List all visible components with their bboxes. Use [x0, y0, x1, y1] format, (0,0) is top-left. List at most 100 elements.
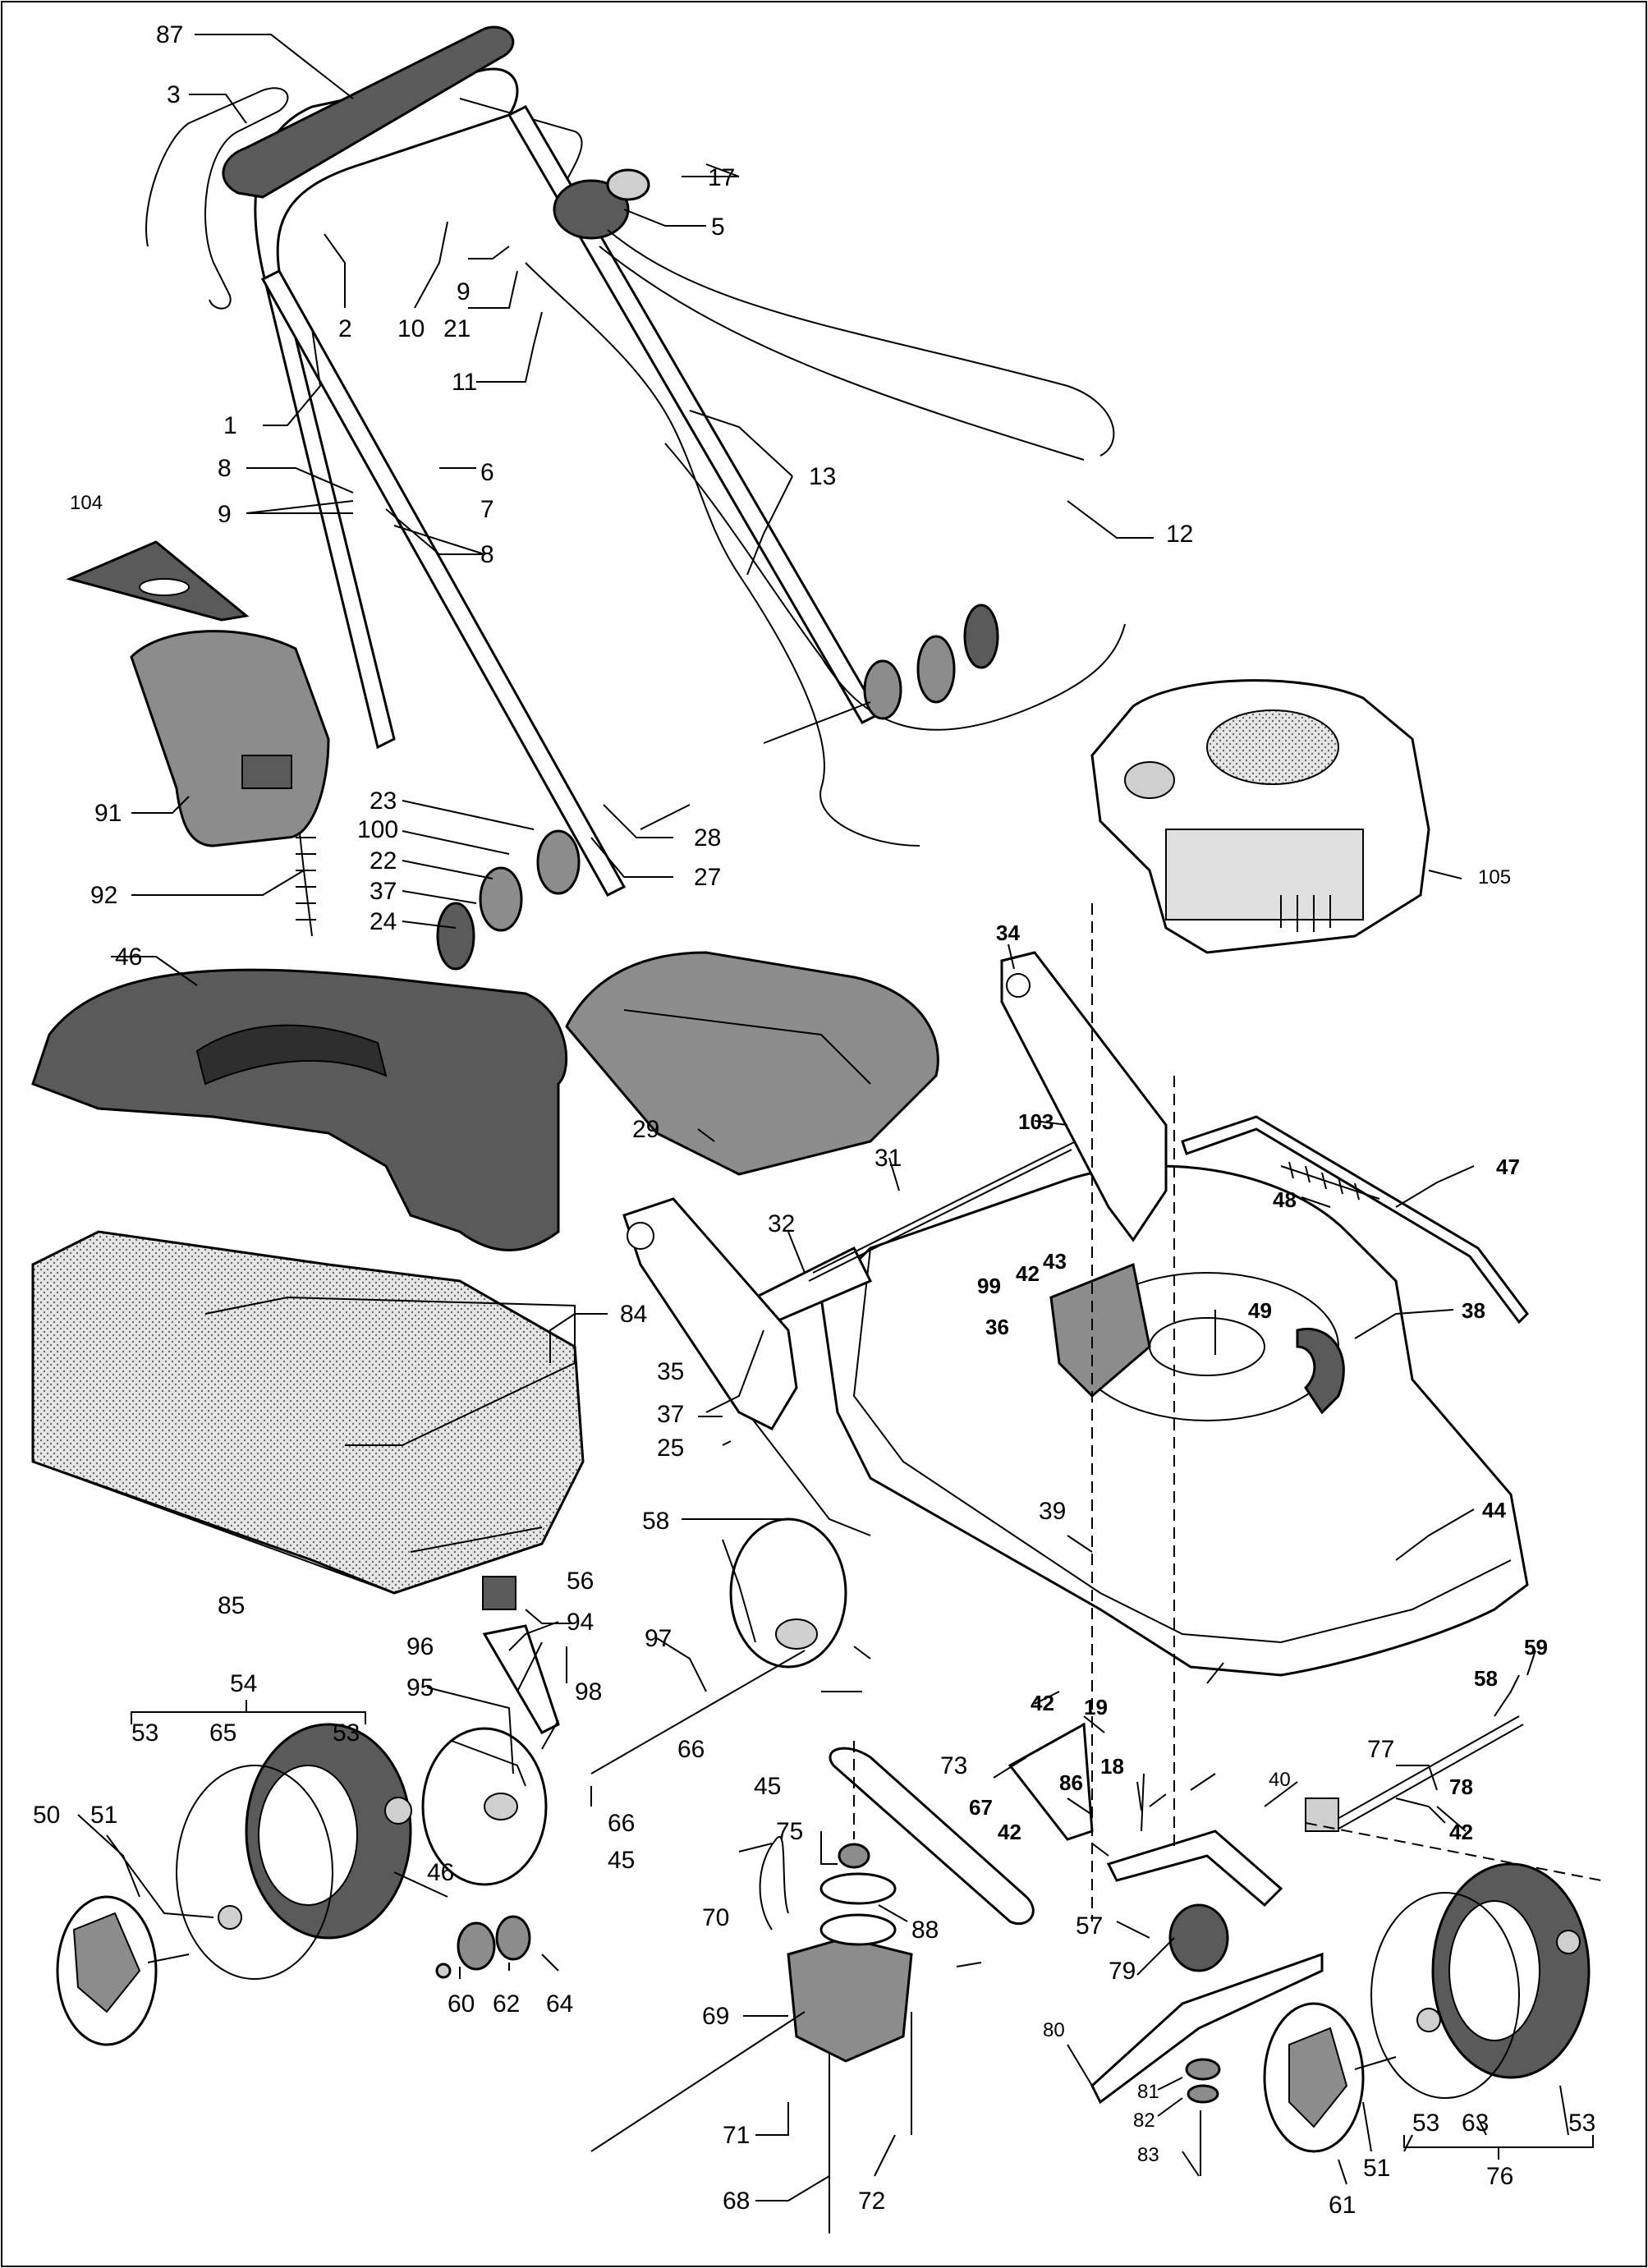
callout-92: 92	[90, 882, 117, 909]
callout-22: 22	[370, 847, 397, 875]
callout-60: 60	[448, 1990, 475, 2018]
callout-51-right: 51	[1363, 2155, 1390, 2182]
blade-80	[1090, 1903, 1324, 2176]
callout-10: 10	[397, 315, 425, 342]
pulleys-75-88	[819, 1843, 897, 1946]
callout-1: 1	[223, 412, 237, 439]
callout-24: 24	[370, 908, 397, 935]
spring-48	[1280, 1161, 1380, 1201]
callout-36: 36	[985, 1315, 1009, 1339]
callout-62: 62	[493, 1990, 520, 2018]
callout-98: 98	[575, 1678, 602, 1706]
lower-handle-left	[260, 269, 627, 897]
assembly-guide-lines	[853, 903, 1602, 1921]
rear-cover-29	[565, 951, 939, 1176]
callout-95: 95	[406, 1674, 434, 1701]
callout-58-left: 58	[642, 1508, 669, 1535]
callout-64: 64	[546, 1990, 573, 2018]
callout-61: 61	[1329, 2192, 1356, 2219]
callout-48: 48	[1273, 1187, 1297, 1212]
spring-92	[296, 833, 316, 937]
gears-60-62-64	[435, 1915, 531, 1979]
callout-32: 32	[768, 1210, 795, 1237]
callout-35: 35	[657, 1358, 684, 1385]
mulch-plug-91	[130, 630, 330, 847]
callout-50: 50	[33, 1802, 60, 1829]
drive-belt-73	[829, 1747, 1035, 1926]
throttle-control-part	[553, 168, 650, 240]
callout-96: 96	[406, 1633, 434, 1660]
callout-79: 79	[1109, 1958, 1136, 1985]
callout-67: 67	[969, 1795, 993, 1820]
callout-85: 85	[218, 1592, 245, 1619]
callout-18: 18	[1100, 1754, 1124, 1779]
callout-8-upper: 8	[218, 455, 232, 482]
callout-45-upper: 45	[754, 1773, 781, 1800]
callout-34: 34	[996, 921, 1020, 945]
collector-frame-84	[204, 1296, 576, 1446]
front-bracket-57	[1106, 1830, 1283, 1908]
side-bracket-35	[622, 1197, 798, 1430]
callout-53-right-outer: 53	[1568, 2110, 1595, 2137]
callout-46-upper: 46	[115, 943, 142, 971]
callout-8-lower: 8	[480, 541, 494, 568]
callout-66-upper: 66	[677, 1736, 705, 1763]
callout-42-right: 42	[1449, 1820, 1473, 1844]
callout-11: 11	[452, 369, 477, 396]
callout-27: 27	[694, 864, 721, 891]
callout-65: 65	[209, 1719, 236, 1747]
callout-9-lower: 9	[218, 501, 232, 528]
callout-72: 72	[858, 2188, 885, 2215]
side-bracket-34	[1000, 951, 1168, 1242]
control-cables	[525, 229, 1126, 847]
callout-31: 31	[874, 1145, 902, 1172]
callout-46-lower: 46	[427, 1859, 454, 1886]
discharge-chute-43	[1049, 1262, 1151, 1398]
cable-rod-part	[145, 87, 289, 310]
callout-66-lower: 66	[608, 1810, 635, 1837]
callout-42-lower: 42	[998, 1820, 1021, 1844]
callout-100: 100	[357, 816, 398, 843]
wheel-cap-61	[1263, 2002, 1397, 2153]
callout-43: 43	[1043, 1249, 1067, 1274]
callout-9-upper: 9	[457, 278, 471, 305]
callout-21: 21	[443, 315, 471, 342]
callout-42-upper: 42	[1016, 1261, 1040, 1286]
callout-56: 56	[567, 1568, 594, 1595]
callout-73: 73	[940, 1752, 967, 1779]
callout-104: 104	[70, 492, 103, 514]
callout-71: 71	[723, 2122, 750, 2149]
callout-28: 28	[694, 824, 721, 852]
height-adjuster-knobs	[436, 604, 999, 971]
callout-49: 49	[1248, 1298, 1272, 1323]
callout-54: 54	[230, 1670, 257, 1697]
callout-29: 29	[632, 1116, 659, 1143]
grass-collector-top-46	[31, 968, 568, 1251]
callout-19: 19	[1084, 1695, 1108, 1719]
callout-17: 17	[708, 164, 735, 191]
callout-47: 47	[1496, 1155, 1520, 1179]
callout-51-left: 51	[90, 1802, 117, 1829]
handle-grip-part	[222, 25, 515, 199]
clip-38	[1296, 1328, 1345, 1415]
callout-82: 82	[1133, 2110, 1155, 2132]
callout-53-left-inner: 53	[333, 1719, 360, 1747]
callout-94: 94	[567, 1609, 594, 1636]
rear-wheel-plate-97	[590, 1517, 847, 1774]
callout-103: 103	[1018, 1109, 1054, 1134]
callout-77: 77	[1367, 1736, 1394, 1763]
callout-40: 40	[1269, 1769, 1291, 1791]
callout-5: 5	[711, 213, 725, 241]
callout-3: 3	[167, 81, 181, 108]
rear-wheel-left-54	[176, 1723, 412, 1980]
front-wheel-right-76	[1370, 1862, 1591, 2099]
callout-80: 80	[1043, 2019, 1065, 2041]
callout-13: 13	[809, 463, 836, 490]
callout-81: 81	[1137, 2081, 1159, 2103]
callout-57: 57	[1076, 1912, 1103, 1940]
callout-12: 12	[1166, 521, 1193, 548]
callout-84: 84	[620, 1301, 647, 1328]
callout-6: 6	[480, 459, 494, 486]
